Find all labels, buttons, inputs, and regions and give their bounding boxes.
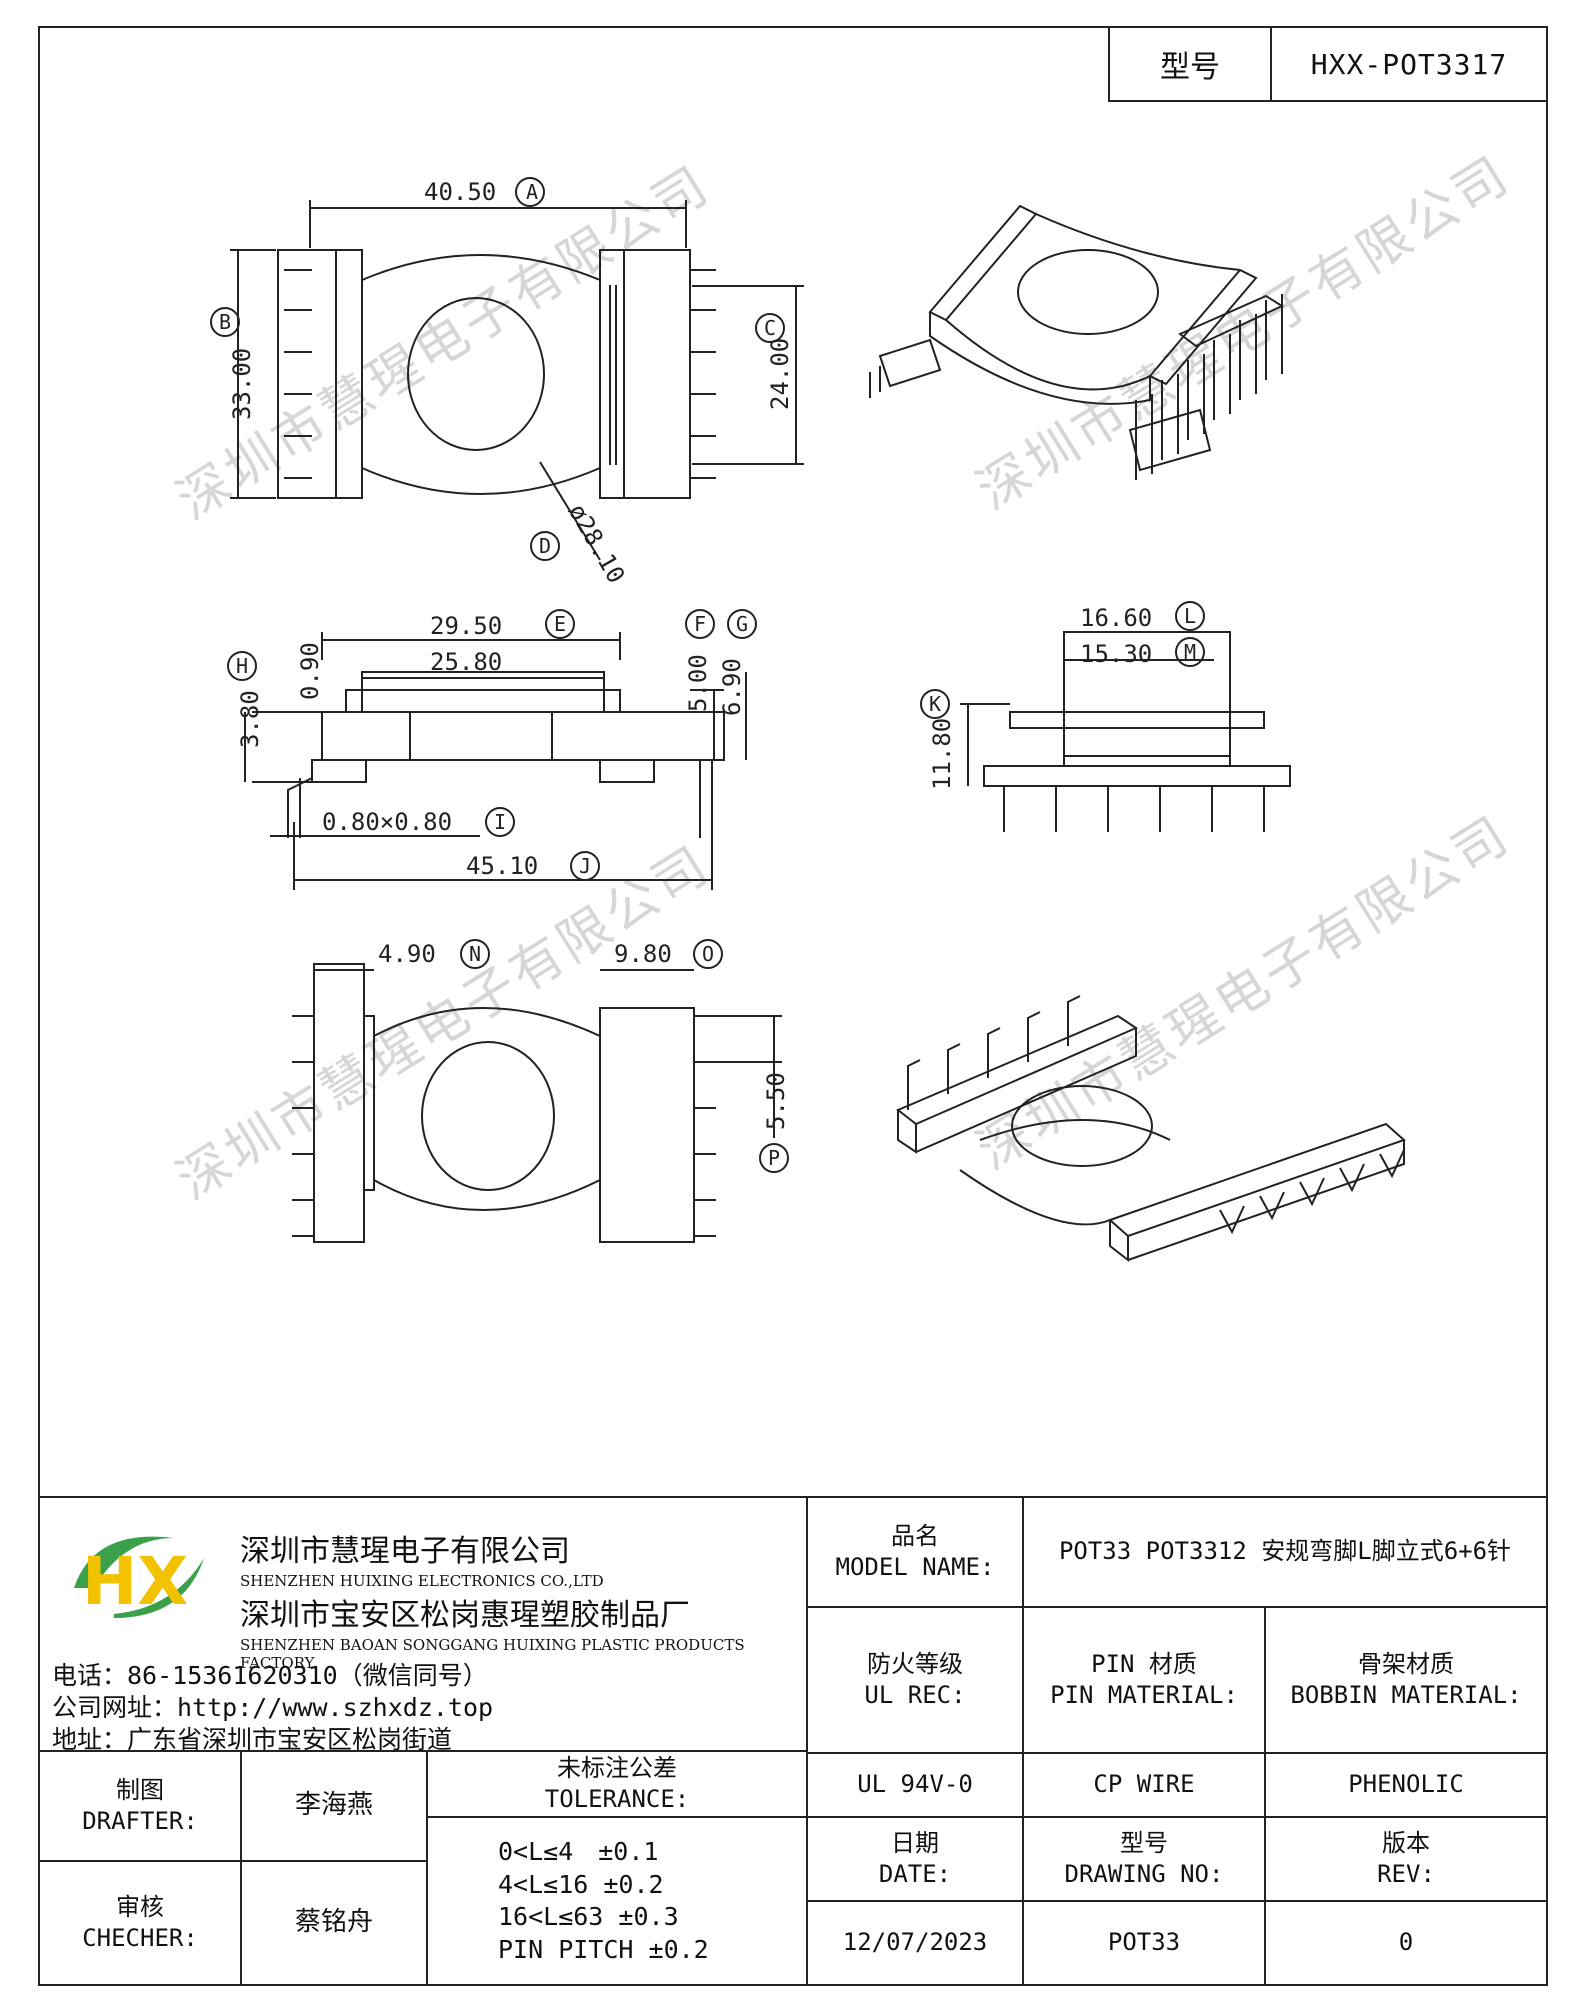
- label-D: D: [539, 534, 551, 558]
- tolerance-line: 16<L≤63 ±0.3: [498, 1902, 679, 1931]
- pin-material-label: PIN 材质 PIN MATERIAL:: [1022, 1606, 1266, 1754]
- company-logo: HX: [54, 1518, 214, 1628]
- date-value: 12/07/2023: [806, 1900, 1024, 1986]
- company-name-en: SHENZHEN HUIXING ELECTRONICS CO.,LTD: [240, 1572, 604, 1590]
- company-name-cn: 深圳市慧瑆电子有限公司: [240, 1534, 570, 1569]
- dim-H: 3.80: [236, 690, 264, 748]
- dim-B: 33.00: [228, 348, 256, 420]
- model-value: HXX-POT3317: [1310, 47, 1508, 81]
- label-M: M: [1184, 640, 1196, 664]
- logo-icon: HX: [74, 1536, 204, 1620]
- dim-J: 45.10: [466, 852, 538, 880]
- dim-25-80: 25.80: [430, 648, 502, 676]
- company-website: 公司网址：http://www.szhxdz.top: [52, 1693, 494, 1722]
- label-B: B: [219, 310, 231, 334]
- top-view: [210, 177, 804, 561]
- title-block: HX 深圳市慧瑆电子有限公司 SHENZHEN HUIXING ELECTRON…: [38, 1496, 1548, 1986]
- dim-O: 9.80: [614, 940, 672, 968]
- label-F: F: [694, 612, 706, 636]
- dim-I: 0.80×0.80: [322, 808, 452, 836]
- dim-A: 40.50: [424, 178, 496, 206]
- company-phone: 电话：86-15361620310（微信同号）: [52, 1661, 488, 1690]
- label-G: G: [736, 612, 748, 636]
- ul-rec-label: 防火等级 UL REC:: [806, 1606, 1024, 1754]
- dim-L: 16.60: [1080, 604, 1152, 632]
- label-K: K: [929, 692, 941, 716]
- dim-F: 5.00: [684, 654, 712, 712]
- bottom-view: [292, 939, 789, 1243]
- label-E: E: [554, 612, 566, 636]
- company-info: HX 深圳市慧瑆电子有限公司 SHENZHEN HUIXING ELECTRON…: [38, 1496, 808, 1754]
- label-J: J: [579, 854, 591, 878]
- label-L: L: [1184, 604, 1196, 628]
- factory-name-en: SHENZHEN BAOAN SONGGANG HUIXING PLASTIC …: [240, 1636, 745, 1672]
- model-number-box: 型号 HXX-POT3317: [1108, 26, 1548, 102]
- label-H: H: [236, 654, 248, 678]
- rev-label: 版本 REV:: [1264, 1816, 1548, 1902]
- bobbin-material-label: 骨架材质 BOBBIN MATERIAL:: [1264, 1606, 1548, 1754]
- dim-M: 15.30: [1080, 640, 1152, 668]
- dim-P: 5.50: [762, 1072, 790, 1130]
- model-name-label: 品名 MODEL NAME:: [806, 1496, 1024, 1608]
- label-O: O: [702, 942, 714, 966]
- factory-name-cn: 深圳市宝安区松岗惠瑆塑胶制品厂: [240, 1598, 690, 1633]
- label-C: C: [764, 316, 776, 340]
- company-address: 地址：广东省深圳市宝安区松岗街道: [52, 1725, 453, 1754]
- checker-label: 审核 CHECHER:: [38, 1860, 242, 1986]
- isometric-view-top: [869, 204, 1285, 480]
- tolerance-line: 4<L≤16 ±0.2: [498, 1869, 664, 1899]
- model-label: 型号: [1110, 28, 1272, 100]
- dim-D: ø28.10: [563, 499, 631, 588]
- drawing-no-value: POT33: [1022, 1900, 1266, 1986]
- technical-drawing: 40.50 A 33.00 B 24.00 C ø28.10 D 29.50 E…: [210, 177, 1406, 1263]
- label-P: P: [768, 1146, 780, 1170]
- label-A: A: [526, 180, 538, 204]
- date-label: 日期 DATE:: [806, 1816, 1024, 1902]
- dim-G: 6.90: [718, 658, 746, 716]
- label-I: I: [494, 810, 506, 834]
- tolerance-line: 0<L≤4 ±0.1: [498, 1837, 659, 1866]
- dim-E: 29.50: [430, 612, 502, 640]
- tolerance-label: 未标注公差 TOLERANCE:: [426, 1750, 808, 1818]
- front-view: [227, 609, 757, 890]
- label-N: N: [469, 942, 481, 966]
- drawing-no-label: 型号 DRAWING NO:: [1022, 1816, 1266, 1902]
- logo-letters: HX: [82, 1543, 188, 1620]
- rev-value: 0: [1264, 1900, 1548, 1986]
- dim-0-90: 0.90: [296, 642, 324, 700]
- isometric-view-bottom: [896, 995, 1406, 1263]
- pin-material-value: CP WIRE: [1022, 1752, 1266, 1818]
- bobbin-material-value: PHENOLIC: [1264, 1752, 1548, 1818]
- drafter-value: 李海燕: [240, 1750, 428, 1862]
- checker-value: 蔡铭舟: [240, 1860, 428, 1986]
- dim-K: 11.80: [928, 718, 956, 790]
- drafter-label: 制图 DRAFTER:: [38, 1750, 242, 1862]
- ul-rec-value: UL 94V-0: [806, 1752, 1024, 1818]
- tolerance-values: 0<L≤4 ±0.1 4<L≤16 ±0.2 16<L≤63 ±0.3 PIN …: [426, 1816, 808, 1986]
- model-name-value: POT33 POT3312 安规弯脚L脚立式6+6针: [1022, 1496, 1548, 1608]
- tolerance-line: PIN PITCH ±0.2: [498, 1934, 709, 1964]
- dim-N: 4.90: [378, 940, 436, 968]
- dim-C: 24.00: [766, 338, 794, 410]
- side-view: [920, 601, 1291, 832]
